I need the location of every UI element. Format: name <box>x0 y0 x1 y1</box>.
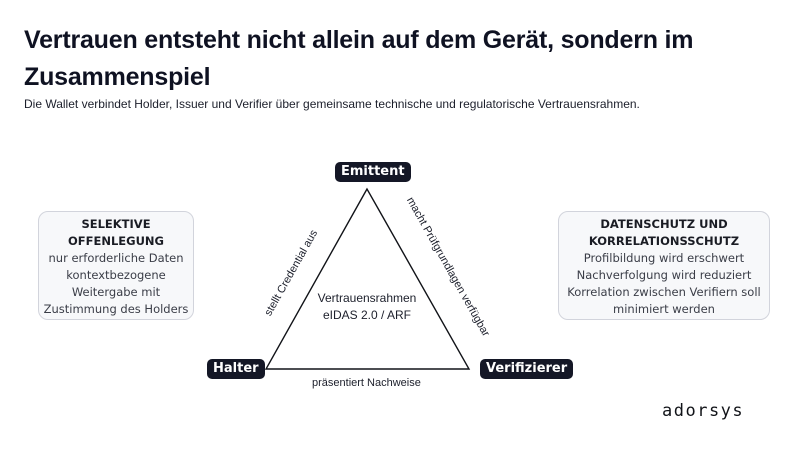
privacy-correlation-box: DATENSCHUTZ UND KORRELATIONSSCHUTZ Profi… <box>558 211 770 320</box>
box-heading: KORRELATIONSSCHUTZ <box>588 234 740 248</box>
box-line: Korrelation zwischen Verifiern soll <box>567 285 761 299</box>
box-line: kontextbezogene <box>66 268 166 282</box>
box-heading: OFFENLEGUNG <box>68 234 164 248</box>
box-line: Nachverfolgung wird reduziert <box>576 268 752 282</box>
selective-disclosure-box: SELEKTIVE OFFENLEGUNG nur erforderliche … <box>38 211 194 320</box>
page-subtitle: Die Wallet verbindet Holder, Issuer und … <box>24 97 640 111</box>
center-line-2: eIDAS 2.0 / ARF <box>322 308 412 322</box>
node-verifizierer: Verifizierer <box>480 359 574 379</box>
box-line: nur erforderliche Daten <box>48 251 184 265</box>
trust-framework-label: Vertrauensrahmen eIDAS 2.0 / ARF <box>300 290 434 324</box>
box-heading: DATENSCHUTZ UND <box>600 217 728 231</box>
box-line: minimiert werden <box>613 302 715 316</box>
adorsys-logo: adorsys <box>662 401 745 421</box>
center-line-1: Vertrauensrahmen <box>317 291 417 305</box>
box-line: Profilbildung wird erschwert <box>583 251 745 265</box>
box-line: Zustimmung des Holders <box>43 302 189 316</box>
node-emittent: Emittent <box>335 162 411 182</box>
edge-label-present: präsentiert Nachweise <box>312 377 421 389</box>
box-line: Weitergabe mit <box>71 285 161 299</box>
node-halter: Halter <box>207 359 265 379</box>
page-title: Vertrauen entsteht nicht allein auf dem … <box>24 26 694 91</box>
box-heading: SELEKTIVE <box>81 217 151 231</box>
